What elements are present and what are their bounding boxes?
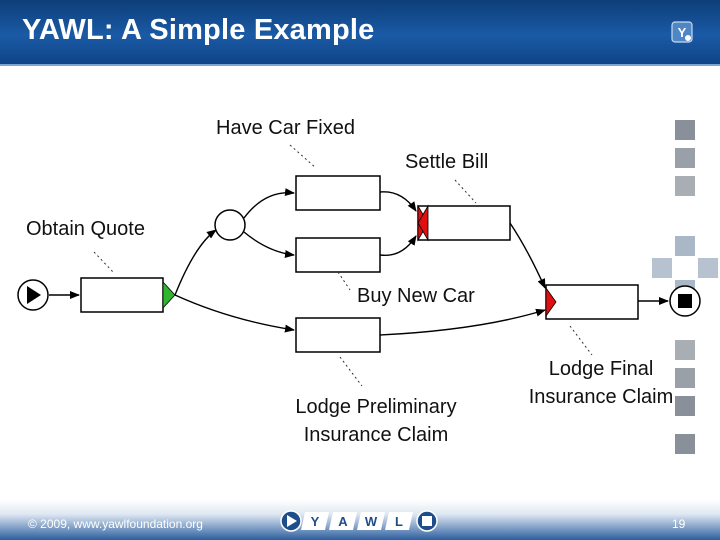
flow-arcs bbox=[49, 188, 669, 336]
label-have-car-fixed: Have Car Fixed bbox=[216, 117, 355, 139]
slide-header: YAWL: A Simple Example Y bbox=[0, 0, 720, 64]
label-lodge-final-claim: Lodge Final Insurance Claim bbox=[506, 355, 696, 411]
footer-letter-a: A bbox=[338, 514, 348, 529]
yawl-logo-icon: Y bbox=[671, 21, 693, 43]
play-icon bbox=[27, 286, 41, 304]
yawl-footer-logo: Y A W L bbox=[280, 510, 438, 532]
label-leaders bbox=[93, 144, 593, 387]
end-condition bbox=[669, 285, 701, 317]
copyright-text: © 2009, www.yawlfoundation.org bbox=[28, 517, 203, 531]
slide-title: YAWL: A Simple Example bbox=[22, 14, 375, 46]
stop-icon bbox=[416, 510, 438, 532]
header-divider bbox=[0, 64, 720, 66]
label-lodge-preliminary-line2: Insurance Claim bbox=[303, 424, 449, 446]
footer-letter-w: W bbox=[365, 514, 378, 529]
start-condition bbox=[17, 279, 49, 311]
label-buy-new-car: Buy New Car bbox=[357, 285, 475, 307]
footer-letter-l: L bbox=[395, 514, 403, 529]
label-obtain-quote: Obtain Quote bbox=[26, 218, 145, 240]
stop-icon bbox=[678, 294, 692, 308]
task-lodge-final-claim bbox=[545, 284, 639, 320]
task-obtain-quote bbox=[80, 277, 164, 313]
task-settle-bill bbox=[417, 205, 511, 241]
condition-circle bbox=[214, 209, 246, 241]
label-lodge-preliminary-claim: Lodge Preliminary Insurance Claim bbox=[271, 393, 481, 449]
footer-letter-y: Y bbox=[311, 514, 320, 529]
and-split-green bbox=[162, 280, 176, 310]
and-join-red bbox=[545, 286, 557, 318]
task-buy-new-car bbox=[295, 237, 381, 273]
label-lodge-final-line1: Lodge Final bbox=[548, 358, 654, 380]
page-number: 19 bbox=[672, 517, 686, 531]
yawl-logo-letter: Y bbox=[678, 25, 687, 40]
label-settle-bill: Settle Bill bbox=[405, 151, 489, 173]
play-icon bbox=[280, 510, 302, 532]
label-lodge-preliminary-line1: Lodge Preliminary bbox=[295, 396, 457, 418]
slide-footer: © 2009, www.yawlfoundation.org Y A W L 1… bbox=[0, 500, 720, 540]
task-lodge-preliminary-claim bbox=[295, 317, 381, 353]
task-have-car-fixed bbox=[295, 175, 381, 211]
label-lodge-final-line2: Insurance Claim bbox=[528, 386, 674, 408]
